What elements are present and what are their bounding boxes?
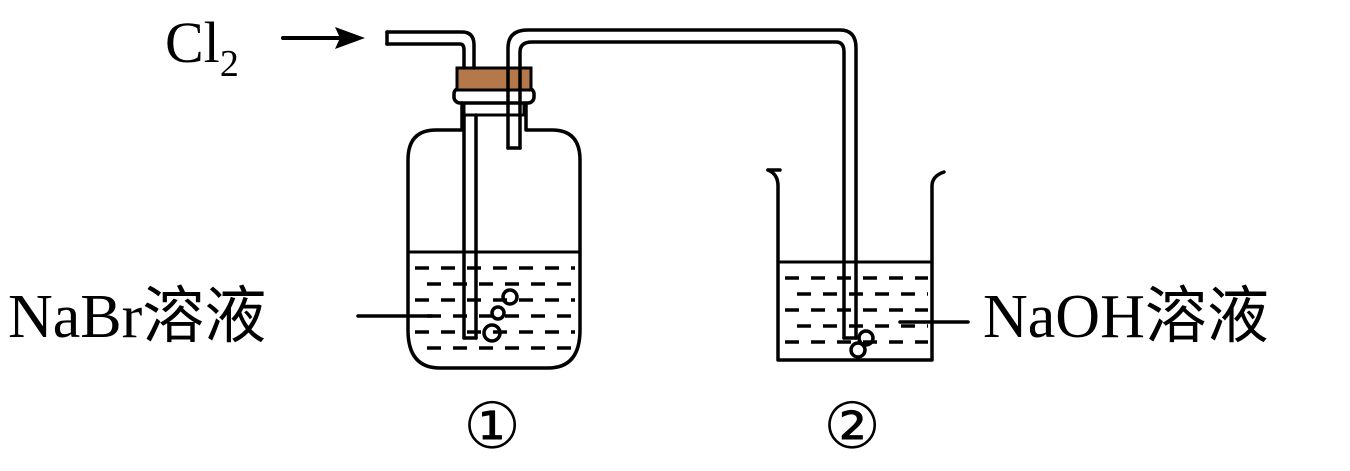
beaker [766, 168, 946, 362]
flask1-solution-label: NaBr溶液 [8, 283, 266, 351]
flask2-number: ② [823, 390, 880, 464]
wash-bottle [406, 86, 582, 370]
inlet-tube [385, 30, 478, 340]
inlet-arrow [281, 27, 365, 49]
flask1-number: ① [463, 390, 520, 464]
naoh-solution-liquid [776, 260, 934, 344]
connecting-tube [506, 28, 858, 340]
bubbles-flask2 [849, 329, 875, 359]
gas-label: Cl2 [165, 10, 239, 85]
gas-subscript: 2 [220, 43, 239, 85]
rubber-stopper [455, 66, 533, 92]
bubbles-flask1 [482, 288, 519, 343]
flask2-solution-label: NaOH溶液 [983, 283, 1269, 351]
gas-symbol: Cl [165, 10, 220, 75]
nabr-solution-liquid [406, 250, 582, 350]
